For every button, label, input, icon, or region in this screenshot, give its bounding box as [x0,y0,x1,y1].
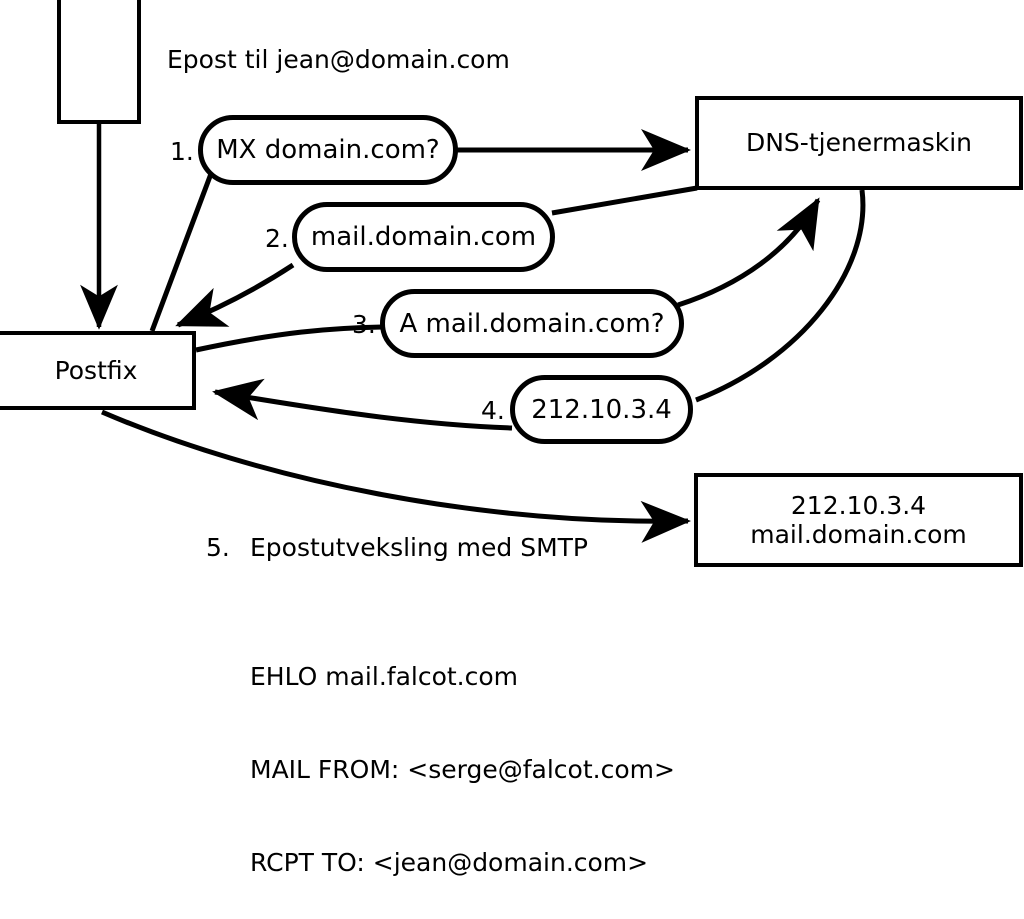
node-postfix: Postfix [0,331,196,410]
message-pill-a-query: A mail.domain.com? [380,289,684,358]
step-number-1: 1. [170,137,194,166]
arrow-1-postfix-to-mx [149,170,215,332]
arrow-2-mail-to-postfix [175,262,295,328]
message-pill-mx-answer-label: mail.domain.com [310,222,537,252]
step-number-2: 2. [265,224,289,253]
arrow-2-dns-to-mail [551,185,698,216]
node-mail-server: 212.10.3.4 mail.domain.com [694,473,1023,567]
step-number-4: 4. [481,396,505,425]
transcript-line: MAIL FROM: <serge@falcot.com> [250,755,675,784]
message-pill-mx-answer: mail.domain.com [292,202,555,272]
message-pill-a-answer: 212.10.3.4 [510,375,693,444]
step-number-3: 3. [352,310,376,339]
message-pill-a-answer-label: 212.10.3.4 [531,394,672,425]
arrow-4-answer-to-postfix [212,378,513,431]
node-mail-server-ip: 212.10.3.4 [790,490,927,520]
transcript-line: RCPT TO: <jean@domain.com> [250,848,649,877]
node-dns-server: DNS-tjenermaskin [695,96,1023,190]
page-title: Epost til jean@domain.com [167,45,510,74]
arrow-3-a-query-to-dns [677,197,821,308]
node-mail-server-host: mail.domain.com [750,520,967,549]
message-pill-mx-query-label: MX domain.com? [216,135,440,165]
step-number-5: 5. [206,533,230,562]
arrow-5-postfix-to-mailserver [101,409,691,543]
arrow-4-dns-to-answer [695,189,866,403]
transcript-line: EHLO mail.falcot.com [250,662,519,691]
node-client [57,0,141,124]
node-postfix-label: Postfix [54,355,138,385]
message-pill-mx-query: MX domain.com? [198,115,458,185]
step-5-label: Epostutveksling med SMTP [250,533,589,562]
message-pill-a-query-label: A mail.domain.com? [399,308,665,339]
smtp-transcript: EHLO mail.falcot.com MAIL FROM: <serge@f… [250,599,675,919]
node-dns-server-label: DNS-tjenermaskin [745,128,972,158]
arrow-3-postfix-to-a-query [195,324,383,353]
